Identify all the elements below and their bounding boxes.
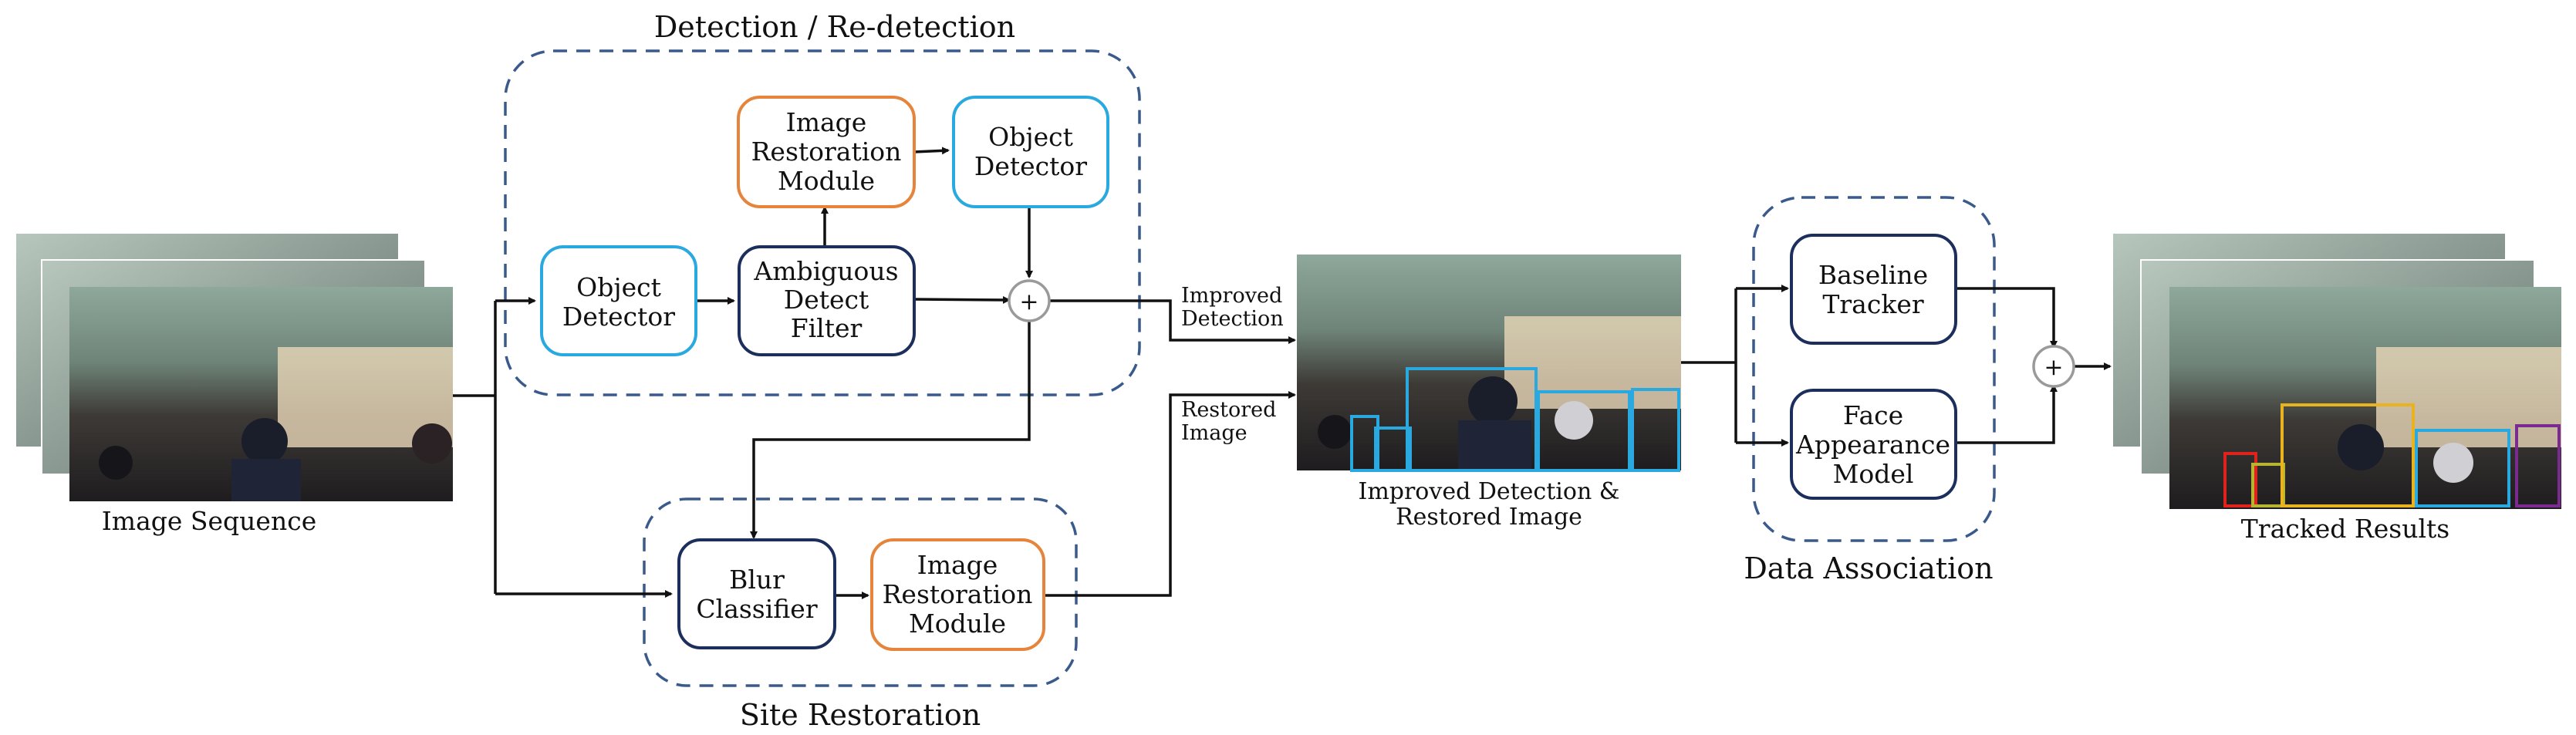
face-appearance-model-box: Face Appearance Model xyxy=(1790,389,1957,500)
svg-text:Blur: Blur xyxy=(729,565,785,595)
detection-bbox xyxy=(1374,427,1412,472)
svg-text:Image: Image xyxy=(786,107,867,137)
svg-text:Object: Object xyxy=(576,272,661,302)
object-detector-box-1: Object Detector xyxy=(540,245,697,356)
track-bbox-purple xyxy=(2515,424,2561,507)
improved-caption-line1: Improved Detection & xyxy=(1358,478,1619,505)
detection-bbox xyxy=(1406,367,1538,472)
image-sequence-label: Image Sequence xyxy=(102,506,316,536)
restored-image-label-line1: Restored xyxy=(1181,398,1276,422)
restored-image-label-line2: Image xyxy=(1181,421,1247,445)
image-sequence-stack xyxy=(15,232,453,501)
svg-text:Ambiguous: Ambiguous xyxy=(753,256,898,286)
svg-text:Classifier: Classifier xyxy=(696,594,817,624)
svg-text:Detector: Detector xyxy=(974,151,1087,181)
svg-text:+: + xyxy=(2044,354,2063,381)
detection-group xyxy=(504,49,1141,396)
svg-text:Module: Module xyxy=(778,166,875,196)
svg-text:Detector: Detector xyxy=(562,302,675,332)
baseline-tracker-box: Baseline Tracker xyxy=(1790,234,1957,345)
track-bbox-yellow xyxy=(2281,403,2415,507)
track-bbox-blue xyxy=(2415,429,2510,507)
svg-text:Restoration: Restoration xyxy=(751,137,902,167)
improved-caption-line2: Restored Image xyxy=(1396,504,1582,531)
image-restoration-module-box-1: Image Restoration Module xyxy=(737,96,916,208)
improved-image xyxy=(1297,255,1681,472)
object-detector-box-2: Object Detector xyxy=(952,96,1109,208)
blur-classifier-box: Blur Classifier xyxy=(677,538,836,649)
svg-text:Object: Object xyxy=(988,122,1073,152)
detection-group-title: Detection / Re-detection xyxy=(654,10,1015,44)
data-association-group xyxy=(1752,196,1996,542)
svg-text:Image: Image xyxy=(917,550,998,580)
tracked-results-label: Tracked Results xyxy=(2241,514,2449,544)
svg-text:Restoration: Restoration xyxy=(883,579,1033,609)
svg-text:Detect: Detect xyxy=(784,285,869,315)
svg-text:Baseline: Baseline xyxy=(1818,260,1928,290)
svg-text:Tracker: Tracker xyxy=(1822,289,1923,319)
image-restoration-module-box-2: Image Restoration Module xyxy=(870,538,1045,651)
svg-text:Face: Face xyxy=(1843,400,1903,430)
improved-detection-label-line2: Detection xyxy=(1181,307,1284,331)
site-restoration-group-title: Site Restoration xyxy=(740,698,981,732)
tracked-results-stack xyxy=(2112,232,2561,509)
site-restoration-group xyxy=(643,497,1078,687)
improved-detection-label-line1: Improved xyxy=(1181,284,1282,308)
svg-text:Model: Model xyxy=(1833,459,1914,489)
svg-text:+: + xyxy=(1019,288,1038,315)
svg-text:Filter: Filter xyxy=(791,313,863,343)
track-bbox-red xyxy=(2223,452,2257,507)
detection-bbox xyxy=(1631,388,1680,472)
data-association-group-title: Data Association xyxy=(1744,551,1993,585)
svg-text:Module: Module xyxy=(909,609,1006,639)
detection-bbox xyxy=(1350,415,1379,472)
sum-node-tracking: + xyxy=(2032,345,2075,388)
detection-bbox xyxy=(1537,390,1631,472)
sum-node-detection: + xyxy=(1008,279,1051,322)
svg-text:Appearance: Appearance xyxy=(1795,430,1950,460)
ambiguous-detect-filter-box: Ambiguous Detect Filter xyxy=(738,245,916,356)
